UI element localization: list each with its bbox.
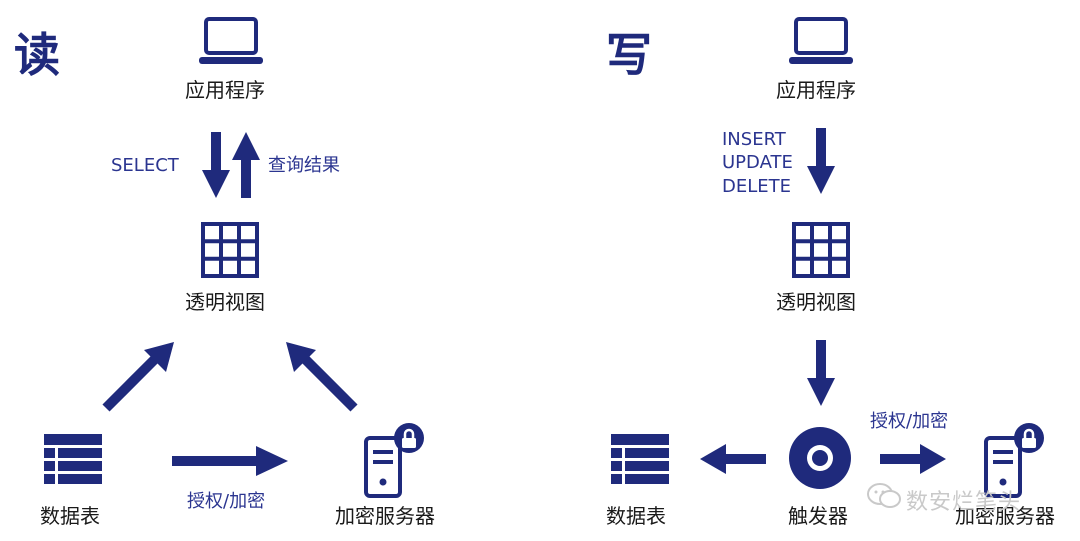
- grid-icon: [792, 222, 850, 278]
- trigger-to-table-arrow: [700, 444, 766, 474]
- read-title: 读: [14, 28, 60, 82]
- write-title: 写: [606, 28, 652, 82]
- result-up-arrow: [232, 132, 260, 198]
- write-view-label: 透明视图: [776, 290, 856, 314]
- write-op-insert: INSERT: [722, 129, 786, 150]
- server-to-view-arrow: [286, 342, 358, 412]
- read-app-label: 应用程序: [185, 78, 265, 102]
- grid-icon: [201, 222, 259, 278]
- read-server-label: 加密服务器: [335, 504, 435, 528]
- laptop-icon: [789, 17, 853, 64]
- trigger-disc-icon: [789, 427, 851, 489]
- write-auth-label: 授权/加密: [870, 411, 949, 432]
- write-trigger-label: 触发器: [788, 504, 848, 528]
- select-label: SELECT: [111, 155, 179, 176]
- view-to-trigger-arrow: [807, 340, 835, 406]
- table-to-server-arrow: [172, 446, 288, 476]
- write-app-label: 应用程序: [776, 78, 856, 102]
- select-down-arrow: [202, 132, 230, 198]
- write-ops-label: INSERT UPDATE DELETE: [722, 128, 793, 198]
- watermark: 数安烂笔头: [906, 490, 1022, 515]
- result-label: 查询结果: [268, 155, 340, 176]
- write-op-update: UPDATE: [722, 152, 793, 174]
- write-table-label: 数据表: [606, 504, 666, 528]
- write-down-arrow: [807, 128, 835, 194]
- server-lock-icon: [984, 423, 1044, 498]
- write-op-delete: DELETE: [722, 175, 792, 197]
- read-auth-label: 授权/加密: [187, 491, 266, 512]
- server-lock-icon: [364, 423, 424, 498]
- table-to-view-arrow: [102, 342, 174, 412]
- table-icon: [611, 434, 669, 484]
- write-server-label: 加密服务器: [955, 504, 1055, 528]
- read-table-label: 数据表: [40, 504, 100, 528]
- read-view-label: 透明视图: [185, 290, 265, 314]
- wechat-icon: [867, 483, 901, 508]
- laptop-icon: [199, 17, 263, 64]
- table-icon: [44, 434, 102, 484]
- trigger-to-server-arrow: [880, 444, 946, 474]
